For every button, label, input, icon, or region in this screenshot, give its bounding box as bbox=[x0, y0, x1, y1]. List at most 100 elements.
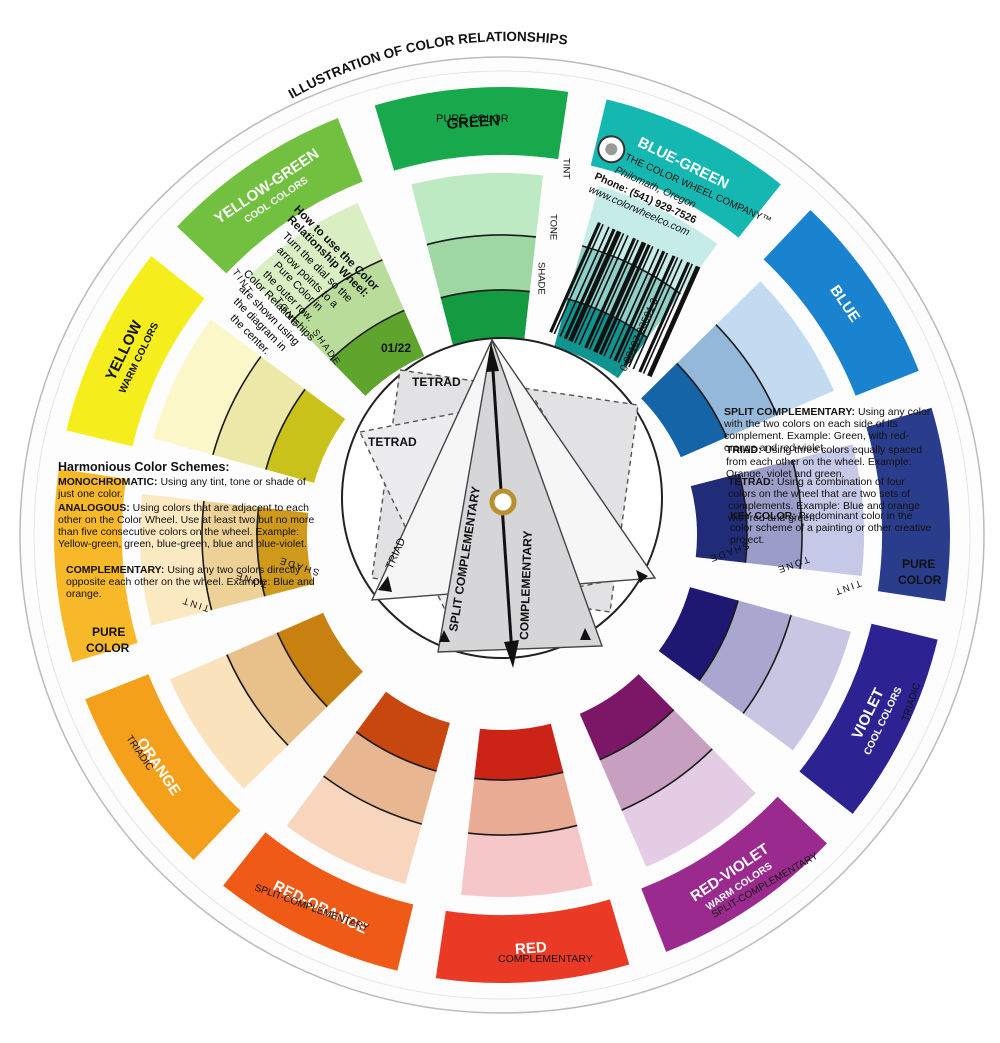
split-complementary-text: SPLIT COMPLEMENTARY: Using any color wit… bbox=[724, 406, 940, 454]
red-orange-band-divider bbox=[355, 731, 437, 772]
triad-corner-marker-right bbox=[636, 570, 648, 583]
blue-green-pure-tab[interactable] bbox=[590, 99, 781, 238]
yellow-orange-pure-tab[interactable] bbox=[54, 468, 138, 663]
yellow-pure-tab[interactable] bbox=[66, 256, 205, 447]
segment-red-orange[interactable] bbox=[286, 691, 450, 884]
red-pure-tab[interactable] bbox=[435, 899, 630, 984]
orange-tint-band bbox=[170, 654, 289, 789]
barcode-bar bbox=[598, 244, 651, 356]
barcode-bar bbox=[623, 255, 676, 367]
yellow-band-divider bbox=[265, 388, 306, 470]
violet-tone-band bbox=[698, 600, 792, 714]
tetrad-label-left: TETRAD bbox=[368, 435, 417, 449]
barcode-bar bbox=[584, 237, 637, 349]
segment-yellow-green[interactable] bbox=[248, 203, 425, 396]
red-violet-tint-band bbox=[621, 748, 756, 867]
yellow-orange-band-divider bbox=[201, 500, 213, 611]
yellow-green-tint-band bbox=[248, 203, 383, 322]
yellow-orange-shade-band bbox=[257, 507, 314, 597]
barcode-bar bbox=[574, 233, 625, 344]
tab-blue[interactable]: BLUE bbox=[763, 210, 919, 396]
barcode-bar bbox=[613, 250, 666, 362]
green-pure-tab[interactable] bbox=[374, 87, 569, 171]
red-violet-shade-band bbox=[579, 674, 674, 760]
monochromatic-text: MONOCHROMATIC: Using any tint, tone or s… bbox=[58, 476, 308, 500]
tab-blue-violet[interactable] bbox=[866, 407, 951, 602]
complementary-label: COMPLEMENTARY bbox=[517, 530, 535, 640]
red-orange-pure-tab[interactable] bbox=[223, 832, 414, 971]
tab-yellow-orange[interactable] bbox=[54, 468, 138, 663]
green-tint-label: TINT bbox=[561, 158, 572, 179]
segment-yellow[interactable] bbox=[153, 319, 346, 483]
green-scale-labels: TINT TONE SHADE bbox=[536, 158, 572, 295]
segment-violet[interactable] bbox=[658, 587, 851, 751]
orange-band-divider bbox=[276, 632, 328, 708]
tab-green[interactable]: GREEN bbox=[374, 87, 569, 171]
split-complementary-triangle bbox=[437, 337, 603, 653]
segment-blue[interactable] bbox=[641, 281, 834, 458]
center-dial[interactable]: TETRAD TETRAD TRIAD SPLIT COMPLEMENTARY … bbox=[341, 337, 663, 668]
green-shade-band bbox=[440, 290, 530, 347]
segment-red[interactable] bbox=[461, 723, 593, 897]
orange-pure-tab[interactable] bbox=[85, 674, 241, 860]
complementary-desc: Using any two colors directly opposite e… bbox=[66, 564, 315, 600]
orange-tone-band bbox=[226, 632, 328, 746]
segment-orange[interactable] bbox=[170, 612, 363, 789]
blue-band-divider bbox=[715, 324, 778, 416]
blue-tint-band bbox=[715, 281, 834, 416]
barcode-bar bbox=[617, 252, 669, 363]
segment-red-violet[interactable] bbox=[579, 674, 756, 867]
date-code: 01/22 bbox=[381, 341, 411, 355]
complementary-text: COMPLEMENTARY: Using any two colors dire… bbox=[66, 564, 316, 600]
blue-shade-band bbox=[641, 363, 727, 458]
blue-pure-tab[interactable] bbox=[763, 210, 919, 396]
violet-band-divider bbox=[742, 614, 792, 714]
yellow-orange-band-divider bbox=[256, 507, 266, 597]
barcode-bar bbox=[563, 228, 616, 340]
yellow-tint-band bbox=[153, 319, 261, 455]
triad-corner-marker bbox=[378, 576, 392, 592]
red-name-label: RED bbox=[515, 939, 548, 958]
blue-violet-pure-tab[interactable] bbox=[866, 407, 951, 602]
tab-blue-green[interactable]: BLUE-GREEN bbox=[590, 99, 781, 238]
red-orange-tint-band bbox=[286, 776, 422, 884]
dial-rivet[interactable] bbox=[489, 488, 517, 516]
tab-red[interactable]: RED bbox=[435, 899, 630, 984]
wheel-inner-rim bbox=[33, 70, 971, 1000]
blue-violet-tint-band bbox=[792, 444, 865, 576]
tab-red-orange[interactable]: RED-ORANGE bbox=[223, 832, 414, 971]
green-band-divider bbox=[426, 234, 537, 246]
schemes-heading: Harmonious Color Schemes: bbox=[58, 460, 230, 474]
tetrad-text: TETRAD: Using a combination of four colo… bbox=[728, 476, 934, 524]
barcode-bar bbox=[588, 239, 639, 350]
red-complementary-label: COMPLEMENTARY bbox=[498, 953, 593, 965]
red-orange-shade-band bbox=[356, 691, 450, 772]
barcode-bar bbox=[603, 246, 654, 357]
violet-shade-band bbox=[658, 587, 739, 681]
tetrad-term: TETRAD: bbox=[728, 476, 775, 488]
barcode-bar bbox=[609, 248, 660, 359]
segment-yellow-orange[interactable] bbox=[140, 494, 314, 626]
segment-blue-violet[interactable] bbox=[690, 444, 865, 576]
segment-green[interactable] bbox=[411, 172, 543, 347]
red-tint-band bbox=[461, 825, 593, 897]
red-orange-tone-band bbox=[323, 731, 437, 825]
triad-text: TRIAD: Using three colors equally spaced… bbox=[726, 444, 942, 480]
blue-band-divider bbox=[676, 362, 728, 438]
blue-tone-band bbox=[676, 324, 778, 438]
green-shade-label: SHADE bbox=[536, 262, 547, 295]
red-violet-pure-tab[interactable] bbox=[641, 796, 827, 952]
key-desc: Predominant color in the color scheme of… bbox=[730, 510, 932, 546]
red-violet-band-divider bbox=[599, 709, 675, 761]
blue-violet-shade-band bbox=[690, 473, 747, 563]
yellow-green-pure-tab[interactable] bbox=[177, 118, 363, 274]
tab-orange[interactable]: ORANGE bbox=[85, 674, 241, 860]
orange-band-divider bbox=[226, 654, 289, 746]
blue-violet-band-divider bbox=[738, 473, 748, 563]
violet-pure-tab[interactable] bbox=[799, 623, 938, 814]
monochromatic-term: MONOCHROMATIC: bbox=[58, 476, 158, 488]
